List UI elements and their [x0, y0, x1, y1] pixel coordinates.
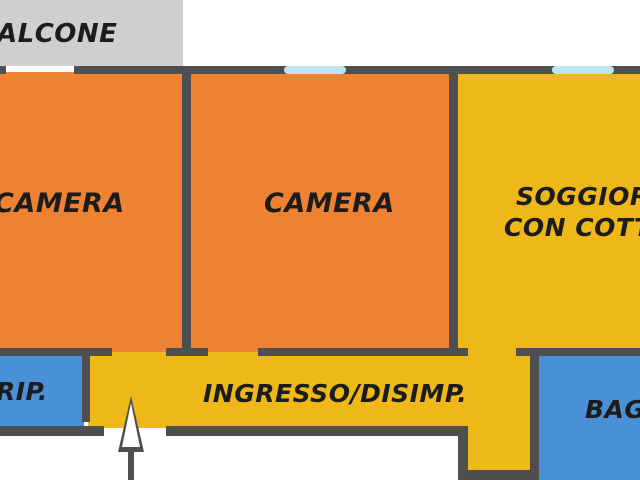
- wall-bathroom-left: [530, 352, 539, 480]
- walls: [0, 66, 640, 480]
- wall-hall-bottom: [458, 470, 538, 480]
- wall-bedrooms-divider: [182, 66, 191, 356]
- wall-top: [74, 66, 640, 74]
- wall-hall-step: [458, 426, 468, 480]
- bathroom-area: [537, 356, 640, 480]
- wall-middle-living-divider: [449, 66, 458, 356]
- wall-bottom-center: [166, 426, 468, 436]
- balcony-label: ALCONE: [0, 19, 117, 49]
- living-area: [457, 72, 640, 352]
- storage-area: [0, 356, 84, 426]
- wall-top-left: [0, 66, 6, 74]
- balcony-area: [0, 0, 183, 66]
- wall-mid-center-b: [258, 348, 468, 356]
- wall-mid-center-a: [166, 348, 208, 356]
- window-middle: [284, 66, 346, 74]
- hall-area: [88, 352, 533, 470]
- storage-label: RIP.: [0, 377, 48, 406]
- wall-bottom-left: [0, 426, 104, 436]
- living-label-line1: SOGGIORN: [516, 182, 640, 211]
- living-label-line2: CON COTTU: [504, 213, 640, 242]
- wall-mid-left: [0, 348, 112, 356]
- bedroom-left-label: CAMERA: [0, 188, 125, 219]
- bathroom-label: BAGI: [585, 395, 640, 424]
- wall-mid-right: [516, 348, 640, 356]
- wall-storage-right: [82, 352, 90, 422]
- hall-label: INGRESSO/DISIMP.: [203, 379, 467, 408]
- window-living: [552, 66, 614, 74]
- bedroom-middle-area: [189, 72, 451, 352]
- up-arrow-icon: [118, 396, 144, 480]
- bedroom-middle-label: CAMERA: [264, 188, 395, 219]
- bedroom-left-area: [0, 72, 183, 352]
